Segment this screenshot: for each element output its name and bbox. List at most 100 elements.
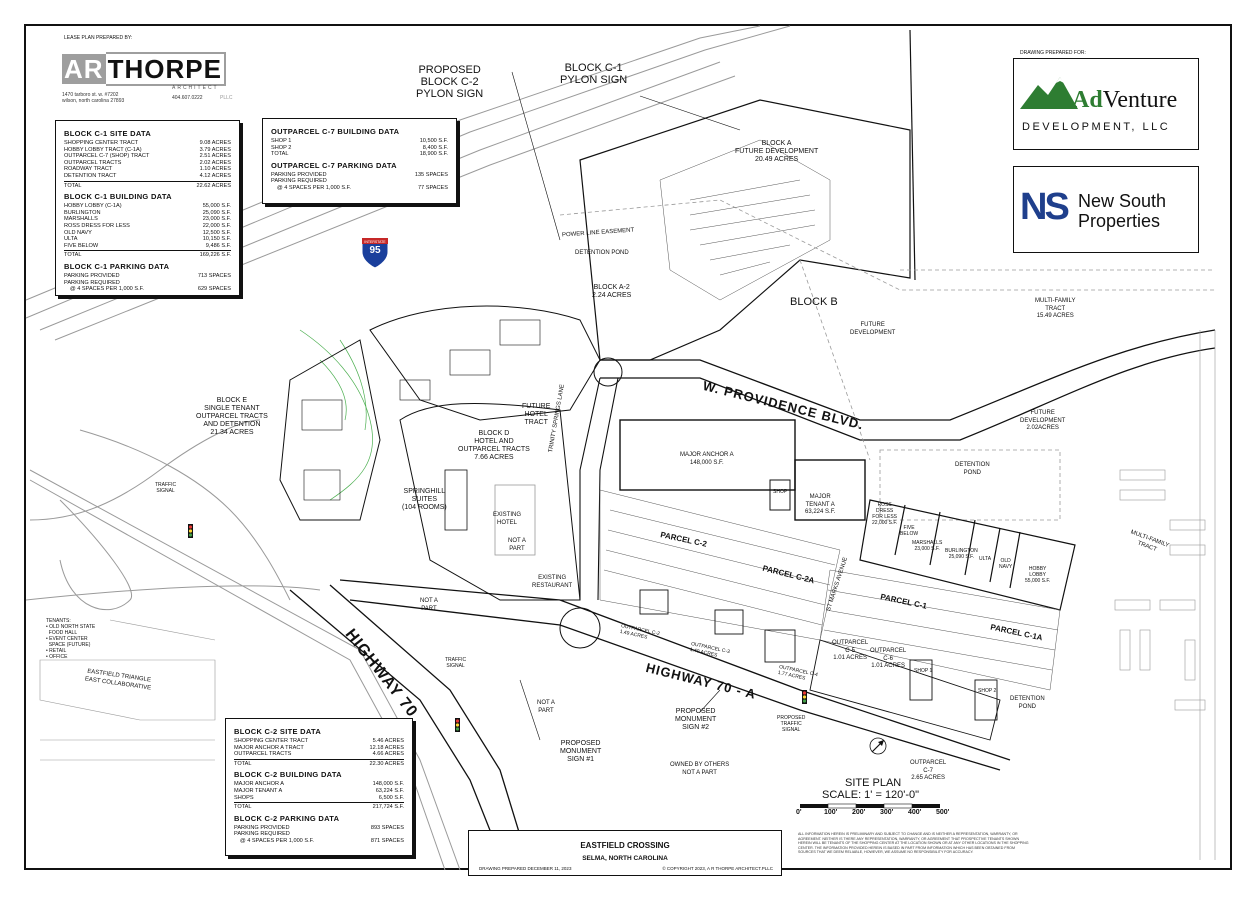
label-burlington: BURLINGTON 25,090 S.F.: [945, 548, 978, 560]
roundabout-north: [593, 357, 623, 387]
c7-parking-required: PARKING REQUIRED: [271, 178, 327, 185]
architect-address-2: wilson, north carolina 27893: [62, 98, 125, 104]
label-traffic-signal-2: TRAFFIC SIGNAL: [445, 657, 467, 669]
wetland-lines: [299, 329, 373, 501]
label-c2-pylon: PROPOSED BLOCK C-2 PYLON SIGN: [416, 64, 484, 100]
label-old-navy: OLD NAVY: [999, 558, 1013, 570]
scale-tick-label: 100': [824, 809, 838, 816]
dashed-easements: [559, 199, 1215, 521]
logo-architect: ARCHITECT: [172, 85, 219, 91]
table-row: DETENTION TRACT 4.12 ACRES: [64, 173, 231, 180]
row-value: 10,150 S.F.: [202, 236, 231, 243]
scale-tick-label: 300': [880, 809, 894, 816]
prepared-by-label: LEASE PLAN PREPARED BY:: [64, 35, 133, 41]
adventure-logo: AdVenture DEVELOPMENT, LLC: [1013, 58, 1199, 150]
label-traffic-signal-1: TRAFFIC SIGNAL: [155, 482, 177, 494]
row-value: 12.18 ACRES: [369, 744, 404, 751]
scale-tick-label: 200': [852, 809, 866, 816]
label-shop: SHOP: [773, 489, 788, 495]
block-c2-data-table: BLOCK C-2 SITE DATA SHOPPING CENTER TRAC…: [225, 718, 413, 856]
row-label: SHOPPING CENTER TRACT: [64, 140, 139, 146]
label-owned-by-others: OWNED BY OTHERS NOT A PART: [670, 762, 730, 776]
row-value: 4.12 ACRES: [199, 172, 231, 179]
block-c1-site-title: BLOCK C-1 SITE DATA: [64, 129, 152, 138]
prepared-for-label: DRAWING PREPARED FOR:: [1020, 50, 1086, 56]
copyright: © COPYRIGHT 2023, A R THORPE ARCHITECT.P…: [662, 866, 773, 871]
block-a-parking: [659, 139, 831, 301]
highway-70: [289, 584, 531, 869]
table-row: SHOPS 6,500 S.F.: [234, 795, 404, 802]
multi-family-buildings: [1114, 330, 1216, 860]
eastfield-triangle: [39, 619, 216, 761]
block-e-boundary: [279, 339, 381, 521]
label-block-b: BLOCK B: [790, 296, 838, 308]
roundabout-south: [559, 607, 601, 649]
label-detention-pond-2: DETENTION POND: [955, 462, 990, 476]
row-value: 9,486 S.F.: [205, 242, 231, 249]
label-hobby-lobby: HOBBY LOBBY 55,000 S.F.: [1025, 566, 1051, 584]
row-label: MAJOR TENANT A: [234, 787, 283, 794]
row-label: MAJOR ANCHOR A: [234, 781, 285, 788]
w-providence-blvd: [600, 329, 1216, 441]
block-d-north: [369, 305, 601, 421]
project-title: EASTFIELD CROSSING: [580, 841, 670, 850]
table-row: HOBBY LOBBY (C-1A) 55,000 S.F.: [64, 203, 231, 210]
row-value: 6,500 S.F.: [378, 794, 404, 801]
row-label: MARSHALLS: [64, 216, 98, 223]
interstate-number: 95: [369, 245, 381, 256]
row-value: 1.10 ACRES: [199, 166, 231, 173]
row-value: 12,500 S.F.: [202, 229, 231, 236]
row-label: BURLINGTON: [64, 209, 101, 216]
label-c1-pylon: BLOCK C-1 PYLON SIGN: [560, 62, 628, 86]
label-ross: ROSS DRESS FOR LESS 22,000 S.F.: [872, 502, 898, 526]
row-value: 148,000 S.F.: [372, 781, 404, 788]
label-traffic-signal-3: PROPOSED TRAFFIC SIGNAL: [777, 715, 806, 733]
row-label: DETENTION TRACT: [64, 172, 117, 179]
major-anchor-a-building: [619, 419, 796, 491]
label-outparcel-c6: OUTPARCEL C-6 1.01 ACRES: [870, 648, 907, 669]
block-c2-parking-title: BLOCK C-2 PARKING DATA: [234, 813, 340, 823]
label-five-below: FIVE BELOW: [900, 525, 919, 537]
highway-70a: [339, 579, 1011, 771]
block-c1-parking-title: BLOCK C-1 PARKING DATA: [64, 261, 170, 271]
table-row: MAJOR ANCHOR A 148,000 S.F.: [234, 781, 404, 788]
block-c2-parking-ratio: @ 4 SPACES PER 1,000 S.F.871 SPACES: [240, 837, 404, 844]
label-marshalls: MARSHALLS 23,000 S.F.: [912, 540, 943, 552]
row-label: OUTPARCEL C-7 (SHOP) TRACT: [64, 153, 150, 160]
block-c2-parking-required: PARKING REQUIRED: [234, 831, 290, 838]
label-major-anchor-a: MAJOR ANCHOR A 148,000 S.F.: [680, 452, 734, 466]
row-value: 55,000 S.F.: [202, 203, 231, 210]
project-location: SELMA, NORTH CAROLINA: [582, 855, 668, 862]
row-label: SHOP 2: [271, 144, 292, 151]
row-label: ROADWAY TRACT: [64, 166, 113, 173]
mountain-icon: [1020, 77, 1078, 109]
logo-thorpe: THORPE: [105, 52, 226, 86]
label-block-a2: BLOCK A-2 2.24 ACRES: [592, 284, 632, 299]
interstate-shield-icon: [361, 237, 389, 269]
row-label: HOBBY LOBBY (C-1A): [64, 203, 122, 210]
adventure-tagline: DEVELOPMENT, LLC: [1022, 121, 1171, 133]
row-label: OUTPARCEL TRACTS: [64, 159, 122, 166]
label-not-a-part-2: NOT A PART: [420, 598, 438, 612]
row-label: SHOP 1: [271, 138, 292, 144]
parcel-c1-parking: [819, 569, 1061, 691]
interstate-top: INTERSTATE: [364, 240, 386, 244]
row-label: SHOPS: [234, 794, 254, 801]
traffic-signals: [188, 524, 807, 732]
